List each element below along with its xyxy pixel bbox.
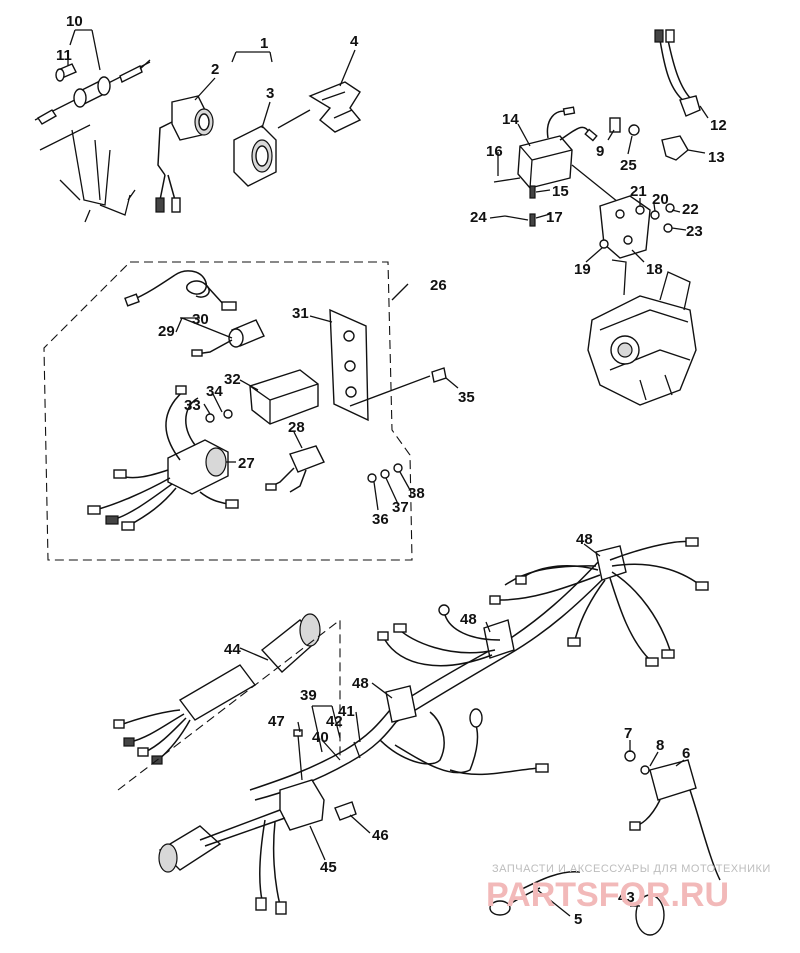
label-12: 12: [710, 117, 727, 134]
label-13: 13: [708, 149, 725, 166]
label-17: 17: [546, 209, 563, 226]
label-38: 38: [408, 485, 425, 502]
label-26: 26: [430, 277, 447, 294]
main-cable: [249, 537, 709, 801]
label-24: 24: [470, 209, 487, 226]
label-8: 8: [656, 737, 664, 754]
label-23: 23: [686, 223, 703, 240]
label-31: 31: [292, 305, 309, 322]
label-29: 29: [158, 323, 175, 340]
label-4: 4: [350, 33, 359, 50]
harness-44: [113, 613, 321, 765]
label-9: 9: [596, 143, 604, 160]
harness-outline: [117, 618, 341, 791]
label-3: 3: [266, 85, 274, 102]
plate-31: [329, 308, 369, 422]
label-1: 1: [260, 35, 268, 52]
watermark-logo: PARTSFOR.RU: [486, 876, 729, 914]
label-45: 45: [320, 859, 337, 876]
label-48-middle: 48: [460, 611, 477, 628]
switch-28: [265, 445, 325, 493]
label-27: 27: [238, 455, 255, 472]
pins-15-17: [493, 177, 536, 227]
label-11: 11: [56, 47, 72, 64]
ignition-switch-27: [87, 385, 239, 531]
cable-assembly-10: [34, 59, 151, 223]
label-21: 21: [630, 183, 647, 200]
label-48-lower: 48: [352, 675, 369, 692]
switch-assembly-2: [155, 95, 214, 213]
bracket-4: [308, 81, 362, 133]
watermark-caption: ЗАПЧАСТИ И АКСЕССУАРЫ ДЛЯ МОТОТЕХНИКИ: [492, 863, 771, 875]
stop-switch-29: [191, 319, 265, 357]
label-39: 39: [300, 687, 317, 704]
label-5: 5: [574, 911, 582, 928]
label-36: 36: [372, 511, 389, 528]
lanyard-30: [124, 270, 237, 311]
label-37: 37: [392, 499, 409, 516]
label-43: 43: [618, 889, 635, 906]
hardware-33-38: [205, 367, 447, 483]
label-30: 30: [192, 311, 209, 328]
bracket-32: [249, 369, 319, 425]
rectifier-6: [624, 750, 721, 881]
label-7: 7: [624, 725, 632, 742]
label-2: 2: [211, 61, 219, 78]
label-48-top: 48: [576, 531, 593, 548]
label-15: 15: [552, 183, 569, 200]
connector-45: [158, 779, 325, 915]
bracket-18: [599, 195, 651, 259]
label-18: 18: [646, 261, 663, 278]
boot-3: [233, 125, 277, 187]
label-16: 16: [486, 143, 503, 160]
carburetor-block: [587, 259, 697, 406]
label-10: 10: [66, 13, 83, 30]
label-19: 19: [574, 261, 591, 278]
label-35: 35: [458, 389, 475, 406]
label-22: 22: [682, 201, 699, 218]
kit-outline-26: [43, 261, 413, 561]
label-44: 44: [224, 641, 241, 658]
label-34: 34: [206, 383, 223, 400]
label-20: 20: [652, 191, 669, 208]
sensor-12-13: [654, 29, 701, 161]
label-6: 6: [682, 745, 690, 762]
label-14: 14: [502, 111, 519, 128]
label-40: 40: [312, 729, 329, 746]
label-25: 25: [620, 157, 637, 174]
label-33: 33: [184, 397, 201, 414]
label-32: 32: [224, 371, 241, 388]
label-42: 42: [326, 713, 343, 730]
lead-5-cap-43: [489, 871, 665, 936]
coil-14: [517, 106, 619, 203]
label-28: 28: [288, 419, 305, 436]
label-46: 46: [372, 827, 389, 844]
label-47: 47: [268, 713, 285, 730]
label-41: 41: [338, 703, 355, 720]
